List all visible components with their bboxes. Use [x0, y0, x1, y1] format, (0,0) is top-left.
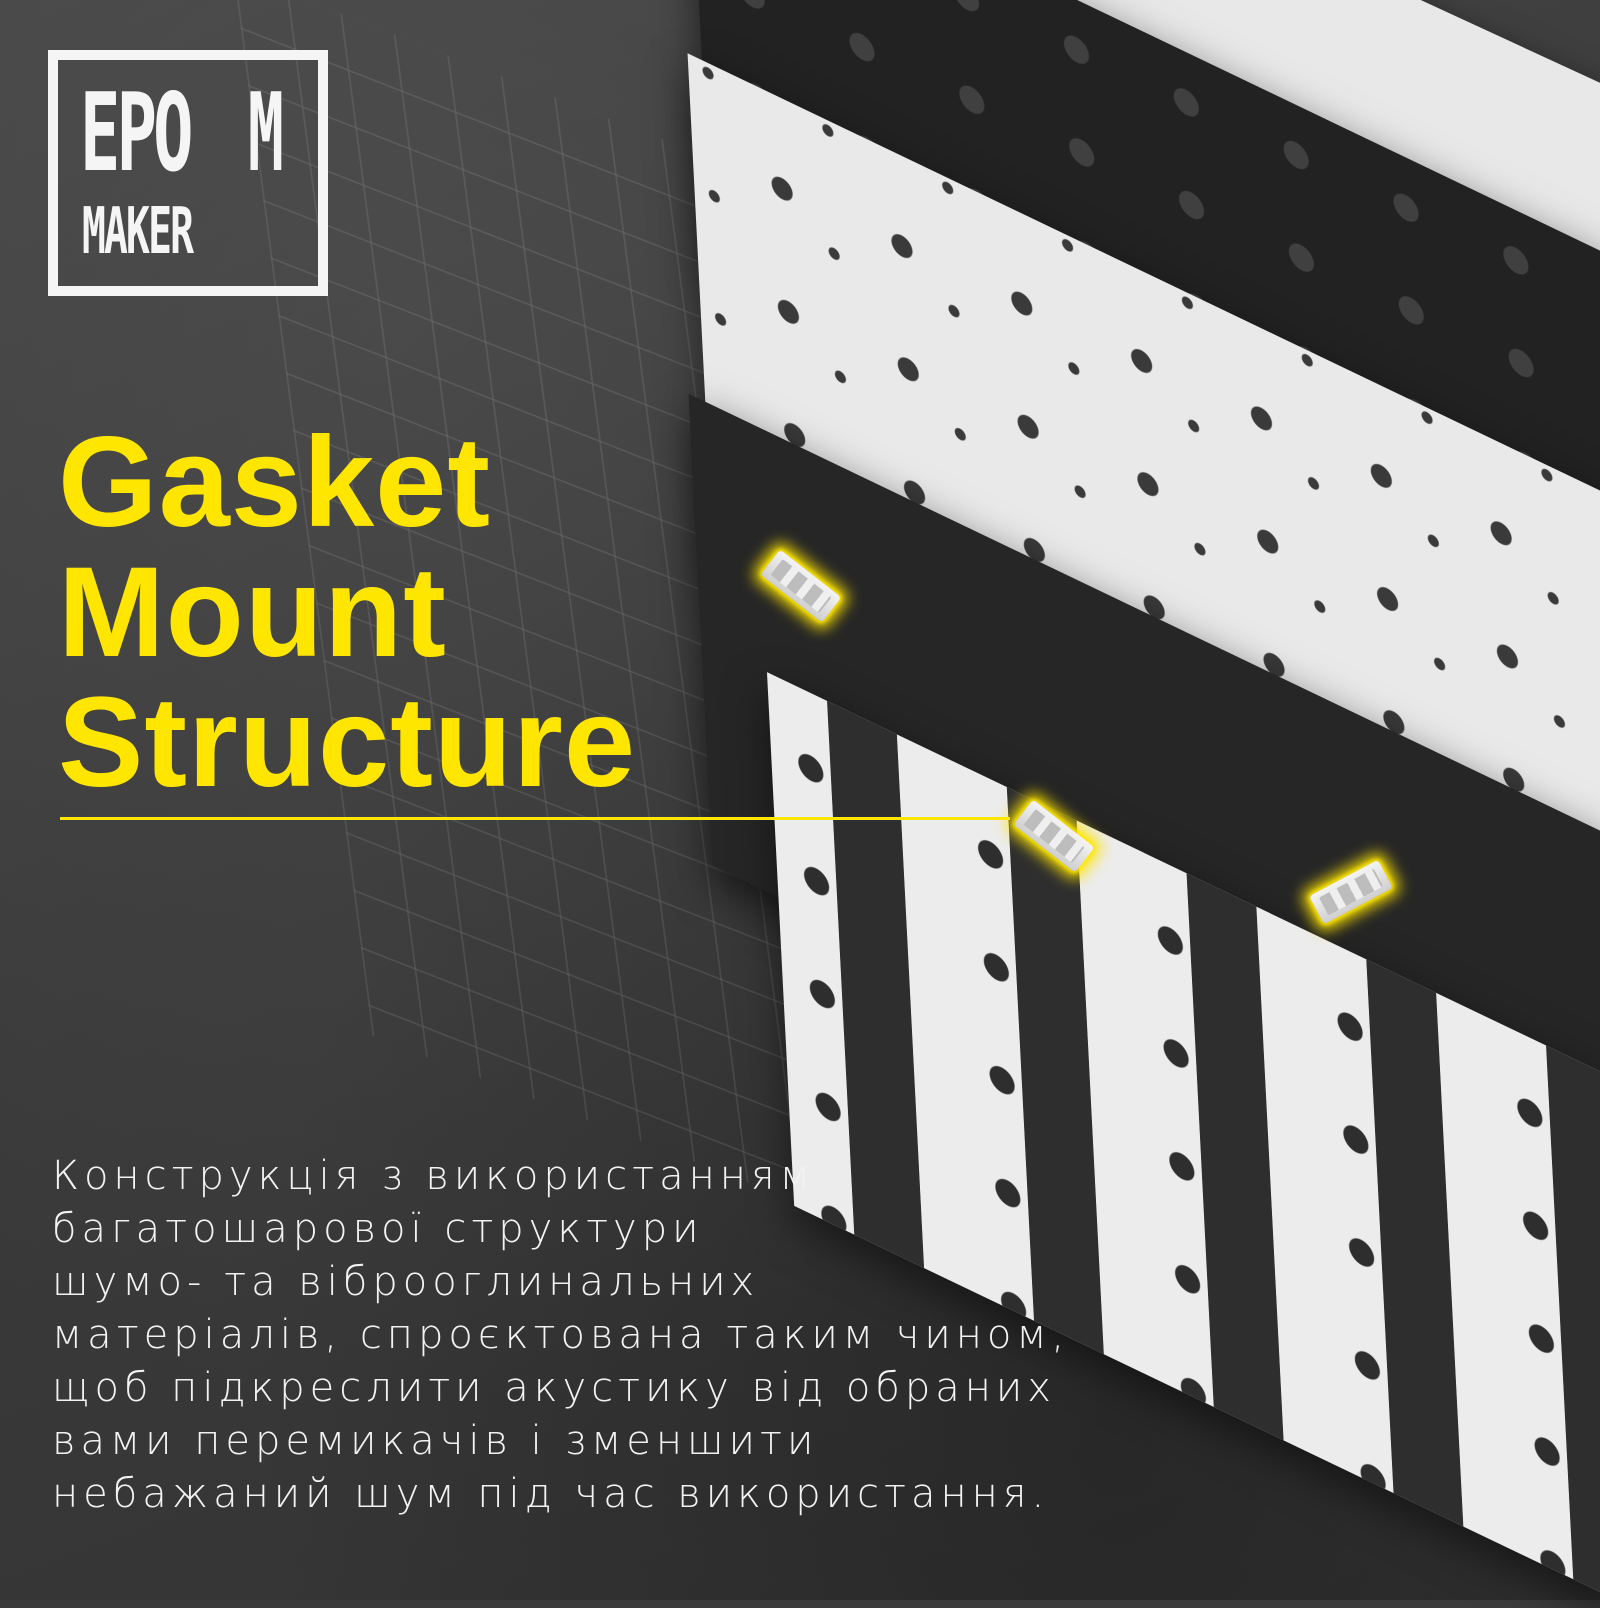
- headline-line-1: Gasket: [58, 411, 491, 554]
- headline: Gasket Mount Structure: [58, 418, 636, 808]
- description-line-6: вами перемикачів і зменшити: [52, 1418, 819, 1464]
- description: Конструкція з використанням багатошарово…: [52, 1150, 1252, 1521]
- description-line-1: Конструкція з використанням: [52, 1153, 815, 1199]
- headline-line-2: Mount: [58, 541, 447, 684]
- description-line-4: матеріалів, спроєктована таким чином,: [52, 1312, 1070, 1358]
- logo-text-m: M: [248, 71, 284, 196]
- description-line-3: шумо- та віброоглинальних: [52, 1259, 760, 1305]
- description-line-5: щоб підкреслити акустику від обраних: [52, 1365, 1056, 1411]
- logo-text-epo: EPO: [80, 71, 194, 196]
- logo-text-maker: MAKER: [82, 195, 194, 269]
- logo-frame-right: [318, 50, 328, 296]
- headline-line-3: Structure: [58, 671, 636, 814]
- callout-line: [60, 817, 1010, 820]
- description-line-7: небажаний шум під час використання.: [52, 1471, 1050, 1517]
- description-line-2: багатошарової структури: [52, 1206, 704, 1252]
- logo-frame: [48, 50, 328, 296]
